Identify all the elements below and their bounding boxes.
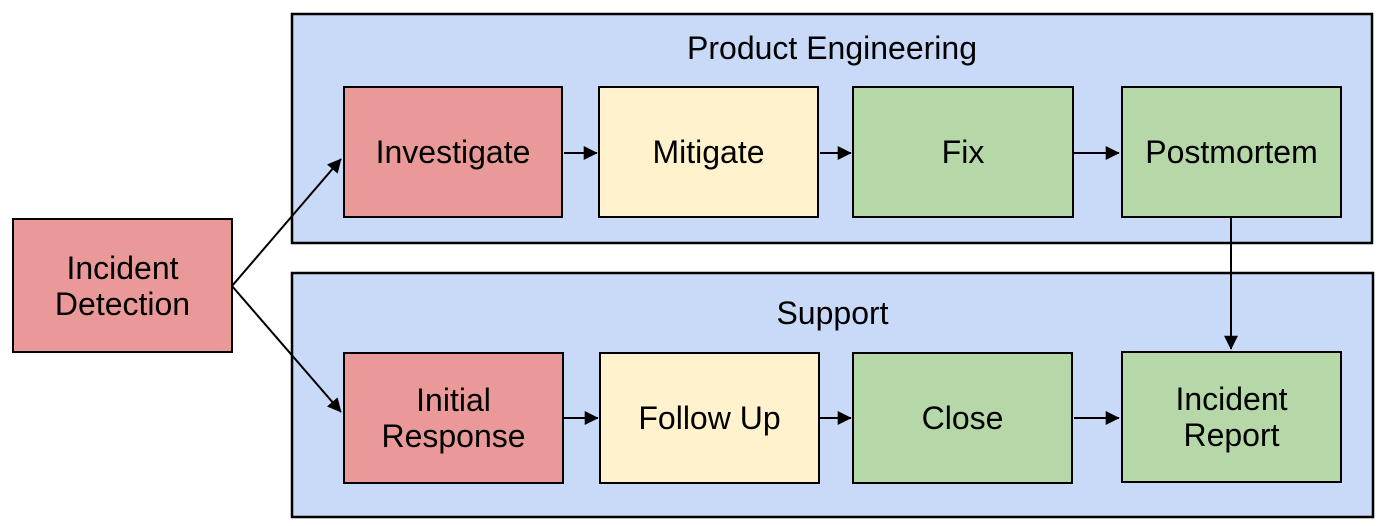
node-postmortem <box>1121 86 1342 218</box>
node-fix <box>852 86 1074 218</box>
edge-incident-detection-to-investigate <box>231 158 342 287</box>
node-follow-up <box>599 352 820 484</box>
node-initial-response <box>343 352 564 484</box>
node-incident-report <box>1121 351 1342 483</box>
node-investigate <box>343 86 563 218</box>
node-incident-detection <box>12 218 233 353</box>
node-close <box>852 352 1073 484</box>
edge-incident-detection-to-initial-response <box>231 285 342 413</box>
node-mitigate <box>598 86 819 218</box>
